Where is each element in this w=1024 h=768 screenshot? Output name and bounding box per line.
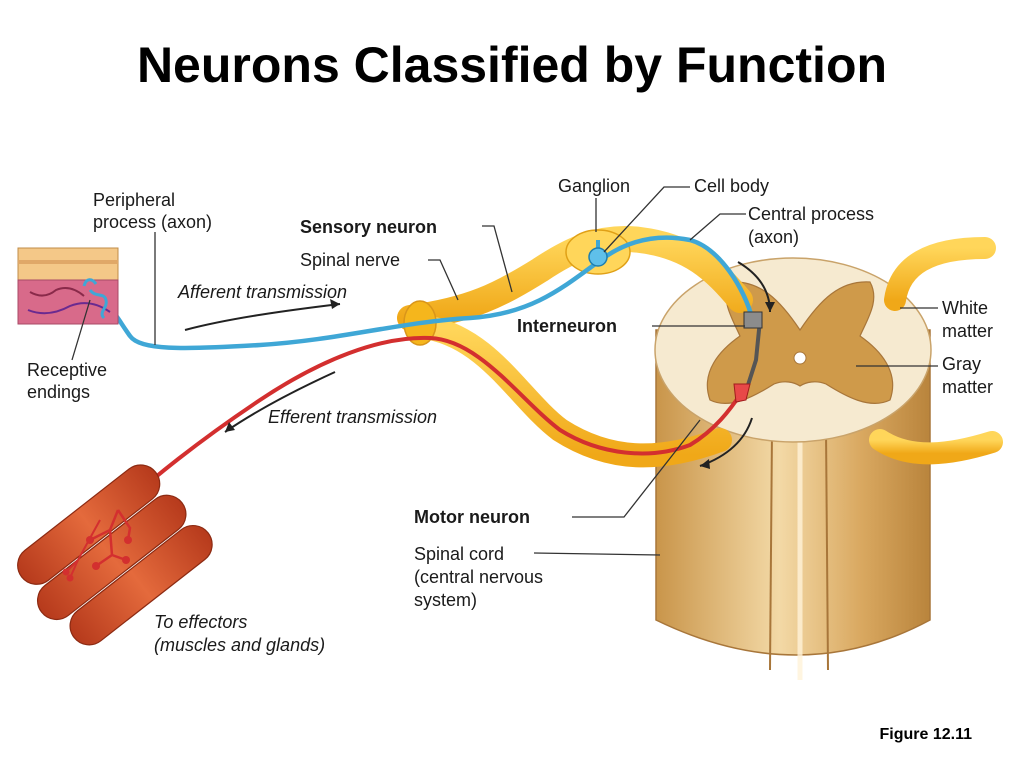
label-cell-body: Cell body xyxy=(694,176,769,196)
central-canal xyxy=(793,351,807,365)
label-spinal-cord-2: (central nervous xyxy=(414,567,543,587)
sensory-neuron xyxy=(89,235,755,351)
label-gray-1: Gray xyxy=(942,354,981,374)
afferent-arrow xyxy=(184,303,341,331)
leader-central-process xyxy=(689,213,746,241)
label-white-2: matter xyxy=(942,321,993,341)
sensory-cell-body xyxy=(588,247,608,267)
label-sensory-neuron: Sensory neuron xyxy=(300,217,437,237)
slide-title: Neurons Classified by Function xyxy=(136,37,888,93)
label-central-2: (axon) xyxy=(748,227,799,247)
label-gray-2: matter xyxy=(942,377,993,397)
right-ventral-root xyxy=(869,429,1003,465)
leader-receptive xyxy=(71,299,91,361)
label-motor-neuron: Motor neuron xyxy=(414,507,530,527)
muscle-effectors xyxy=(17,464,213,646)
leader-motor-neuron xyxy=(572,419,701,518)
motor-neuron xyxy=(116,335,751,512)
label-peripheral-2: process (axon) xyxy=(93,212,212,232)
label-interneuron: Interneuron xyxy=(517,316,617,336)
label-receptive-1: Receptive xyxy=(27,360,107,380)
label-spinal-cord-3: system) xyxy=(414,590,477,610)
efferent-arrow xyxy=(224,371,336,433)
label-effectors-2: (muscles and glands) xyxy=(154,635,325,655)
label-ganglion: Ganglion xyxy=(558,176,630,196)
label-spinal-nerve: Spinal nerve xyxy=(300,250,400,270)
leader-spinal-cord xyxy=(533,552,661,556)
interneuron xyxy=(743,311,763,386)
right-dorsal-root xyxy=(884,237,996,311)
label-spinal-cord-1: Spinal cord xyxy=(414,544,504,564)
leader-sensory xyxy=(482,225,513,293)
label-effectors-1: To effectors xyxy=(154,612,247,632)
label-receptive-2: endings xyxy=(27,382,90,402)
label-efferent: Efferent transmission xyxy=(268,407,437,427)
label-central-1: Central process xyxy=(748,204,874,224)
spinal-cord xyxy=(654,257,932,680)
leader-spinal-nerve xyxy=(428,259,459,301)
motor-endings xyxy=(62,509,132,582)
skin-section xyxy=(17,247,119,325)
label-peripheral-1: Peripheral xyxy=(93,190,175,210)
label-afferent: Afferent transmission xyxy=(177,282,347,302)
leader-cell-body xyxy=(603,186,690,253)
label-white-1: White xyxy=(942,298,988,318)
figure-caption: Figure 12.11 xyxy=(879,726,973,743)
